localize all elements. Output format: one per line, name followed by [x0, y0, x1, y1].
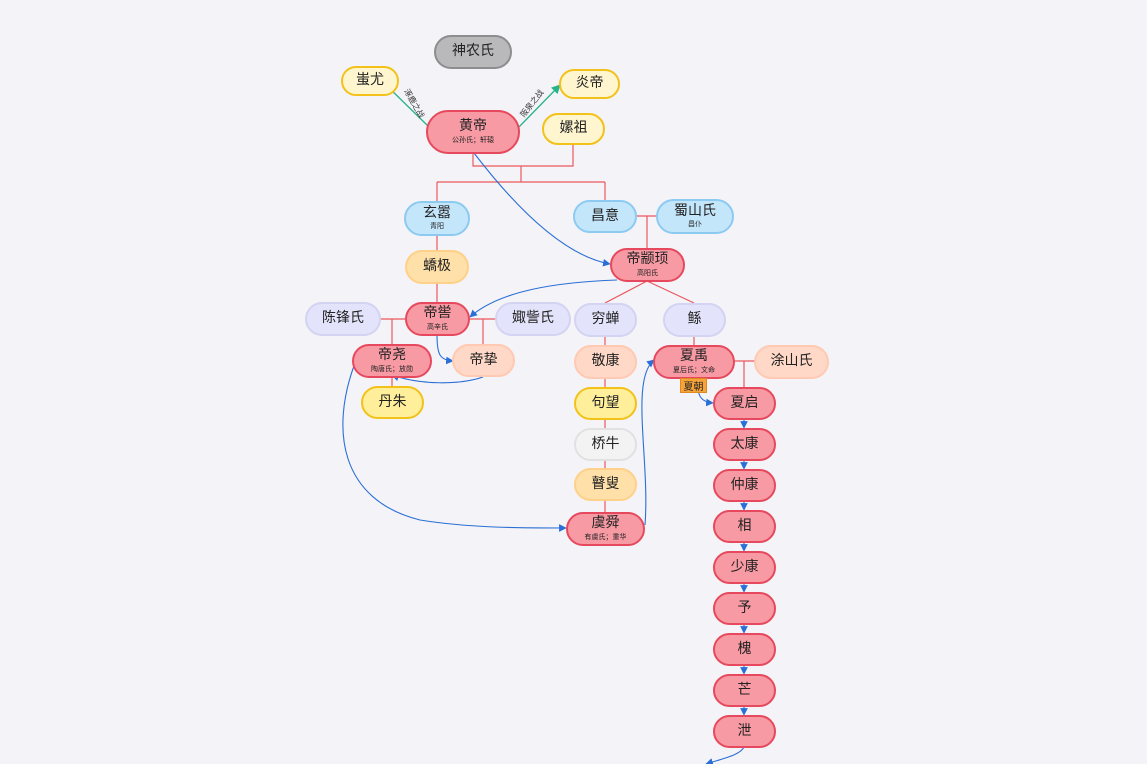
node-diyao[interactable]: 帝尧陶唐氏；放勋: [352, 344, 432, 378]
node-label: 相: [737, 517, 752, 534]
node-label: 蚩尤: [356, 72, 384, 89]
node-label: 虞舜: [591, 515, 620, 532]
node-changyi[interactable]: 昌意: [573, 200, 637, 233]
node-gun[interactable]: 鲧: [663, 303, 726, 337]
node-label: 帝喾: [423, 305, 452, 322]
node-goumang[interactable]: 句望: [574, 387, 637, 420]
node-sublabel: 有虞氏；重华: [584, 532, 627, 541]
node-sublabel: 青阳: [430, 222, 444, 231]
node-label: 神农氏: [452, 43, 494, 60]
node-sublabel: 陶唐氏；放勋: [371, 364, 413, 373]
node-sublabel: 公孙氏；轩辕: [452, 135, 494, 144]
node-gusou[interactable]: 瞽叟: [574, 468, 637, 501]
node-label: 涂山氏: [770, 353, 813, 370]
node-label: 予: [737, 599, 752, 616]
node-label: 陈锋氏: [322, 310, 364, 327]
node-label: 炎帝: [575, 75, 604, 92]
node-zhongkang[interactable]: 仲康: [713, 469, 776, 502]
node-label: 蜀山氏: [674, 202, 716, 219]
tag-xiachao: 夏朝: [680, 378, 707, 393]
node-sublabel: 高阳氏: [637, 268, 658, 277]
node-label: 娵訾氏: [512, 310, 554, 327]
node-yandi[interactable]: 炎帝: [559, 69, 620, 99]
node-dizhi[interactable]: 帝挚: [452, 344, 515, 377]
node-mang[interactable]: 芒: [713, 674, 776, 707]
node-sublabel: 高辛氏: [427, 322, 448, 331]
node-shushan[interactable]: 蜀山氏昌仆: [656, 199, 734, 234]
node-danzhu[interactable]: 丹朱: [361, 386, 424, 419]
node-label: 蟜极: [423, 258, 451, 275]
node-label: 嫘祖: [559, 120, 588, 137]
edge-diyao-yushun: [342, 362, 567, 532]
node-huai[interactable]: 槐: [713, 633, 776, 666]
node-jingkang[interactable]: 敬康: [574, 345, 637, 379]
node-label: 敬康: [591, 353, 620, 370]
edge-diku-dizhi: [436, 334, 454, 365]
node-jiaoji[interactable]: 蟜极: [405, 250, 469, 284]
node-chiyou[interactable]: 蚩尤: [341, 66, 399, 96]
node-label: 太康: [730, 435, 759, 452]
edge-zhuanxu-diku: [469, 279, 618, 318]
node-label: 帝颛顼: [626, 251, 669, 268]
edge-huangdi-yandi: [517, 84, 561, 129]
node-zhuanxu[interactable]: 帝颛顼高阳氏: [610, 248, 685, 282]
node-label: 少康: [730, 558, 759, 575]
node-shaokang[interactable]: 少康: [713, 551, 776, 584]
node-label: 帝挚: [469, 351, 498, 368]
node-xuanxiao[interactable]: 玄嚣青阳: [404, 201, 470, 236]
node-label: 槐: [737, 640, 752, 657]
node-sublabel: 夏后氏；文命: [673, 365, 715, 374]
node-tushan[interactable]: 涂山氏: [754, 345, 829, 379]
node-label: 玄嚣: [423, 204, 451, 221]
node-label: 夏启: [730, 394, 759, 411]
edge-yushun-xiayu: [641, 359, 655, 526]
node-label: 仲康: [730, 476, 759, 493]
node-label: 泄: [737, 722, 752, 739]
edge-huangdi-zhuanxu: [473, 152, 611, 267]
node-sublabel: 昌仆: [688, 220, 702, 229]
node-jiangyuan[interactable]: 娵訾氏: [495, 302, 571, 336]
node-label: 丹朱: [378, 393, 407, 410]
node-shennong[interactable]: 神农氏: [434, 35, 512, 69]
node-yu2[interactable]: 予: [713, 592, 776, 625]
node-diku[interactable]: 帝喾高辛氏: [405, 302, 470, 336]
node-label: 夏禹: [680, 348, 708, 365]
node-label: 芒: [737, 681, 752, 698]
node-xie[interactable]: 泄: [713, 715, 776, 748]
node-label: 桥牛: [591, 435, 620, 452]
node-xiayu[interactable]: 夏禹夏后氏；文命: [653, 345, 735, 379]
node-taikang[interactable]: 太康: [713, 428, 776, 461]
node-label: 句望: [591, 394, 620, 411]
node-xiaqi[interactable]: 夏启: [713, 387, 776, 420]
node-label: 鲧: [687, 311, 702, 328]
node-qiaoniu[interactable]: 桥牛: [574, 428, 637, 461]
node-label: 昌意: [591, 207, 619, 224]
family-tree-lines: [380, 144, 755, 513]
node-label: 瞽叟: [591, 475, 620, 492]
node-leizu[interactable]: 嫘祖: [542, 113, 605, 145]
succession-edges: [342, 152, 748, 764]
node-huangdi[interactable]: 黄帝公孙氏；轩辕: [426, 110, 520, 154]
node-label: 帝尧: [378, 347, 406, 364]
node-label: 穷蝉: [591, 311, 620, 328]
node-yushun[interactable]: 虞舜有虞氏；重华: [566, 512, 645, 546]
node-xiang[interactable]: 相: [713, 510, 776, 543]
node-label: 黄帝: [459, 118, 487, 135]
node-qiongchan[interactable]: 穷蝉: [574, 303, 637, 337]
node-chenfeng[interactable]: 陈锋氏: [305, 302, 381, 336]
edge-xie-next: [705, 746, 745, 764]
